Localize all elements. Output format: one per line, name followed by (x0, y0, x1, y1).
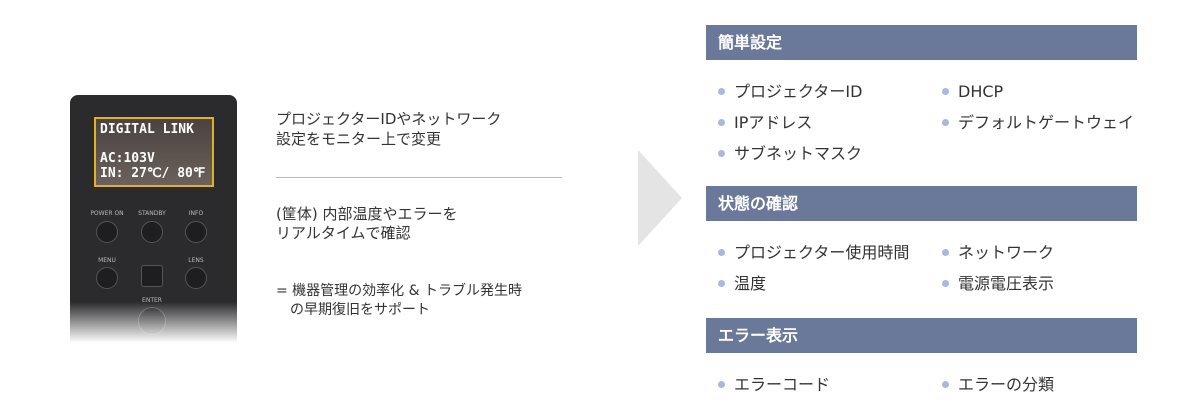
button-label: STANDBY (138, 210, 166, 217)
divider (276, 177, 562, 178)
section-header: 状態の確認 (706, 186, 1137, 221)
screen-line: IN: 27℃/ 80℉ (100, 166, 206, 181)
up-button (141, 265, 163, 287)
standby-button (141, 221, 163, 243)
list-item: エラーの分類 (936, 375, 1054, 395)
screen-line: DIGITAL LINK (100, 122, 194, 137)
list-item: 電源電圧表示 (936, 274, 1054, 294)
button-label: INFO (188, 210, 204, 217)
button-label: MENU (98, 257, 116, 264)
fade-overlay (70, 302, 237, 350)
description-text: リアルタイムで確認 (276, 224, 411, 242)
list-item: 温度 (712, 274, 766, 294)
menu-button (96, 267, 118, 289)
projector-control-panel: DIGITAL LINK AC:103V IN: 27℃/ 80℉ POWER … (70, 95, 237, 350)
description-text: の早期復旧をサポート (290, 302, 430, 318)
info-button (185, 221, 207, 243)
list-item: プロジェクター使用時間 (712, 243, 909, 263)
description-text: (筐体) 内部温度やエラーを (276, 205, 458, 223)
section-header: エラー表示 (706, 318, 1137, 353)
arrow-right-icon (638, 150, 682, 246)
power-on-button (96, 221, 118, 243)
list-item: エラーコード (712, 375, 830, 395)
lcd-screen: DIGITAL LINK AC:103V IN: 27℃/ 80℉ (94, 117, 214, 187)
button-label: LENS (188, 257, 204, 264)
list-item: ネットワーク (936, 243, 1054, 263)
description-text: = 機器管理の効率化 & トラブル発生時 (276, 283, 522, 299)
description-text: プロジェクターIDやネットワーク (276, 110, 502, 128)
list-item: デフォルトゲートウェイ (936, 113, 1134, 133)
list-item: サブネットマスク (712, 144, 862, 164)
list-item: IPアドレス (712, 113, 812, 133)
button-label: ENTER (142, 297, 162, 304)
lens-button (185, 267, 207, 289)
list-item: DHCP (936, 82, 1003, 102)
list-item: プロジェクターID (712, 82, 862, 102)
section-header: 簡単設定 (706, 25, 1137, 60)
button-label: POWER ON (90, 210, 124, 217)
description-text: 設定をモニター上で変更 (276, 130, 442, 148)
screen-line: AC:103V (100, 151, 155, 166)
